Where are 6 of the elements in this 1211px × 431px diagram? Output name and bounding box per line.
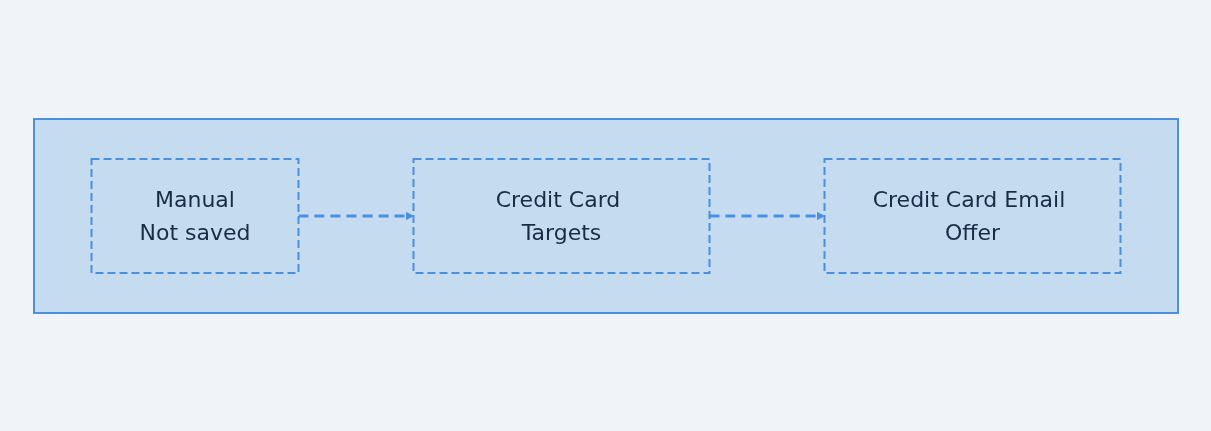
cluster: [32, 117, 1179, 314]
arrow: [709, 211, 825, 220]
node-box: Credit Card Targets: [412, 157, 710, 274]
node-box: Credit Card Email Offer: [823, 157, 1121, 274]
node-box: Manual Not saved: [90, 157, 299, 274]
arrow: [298, 211, 414, 220]
